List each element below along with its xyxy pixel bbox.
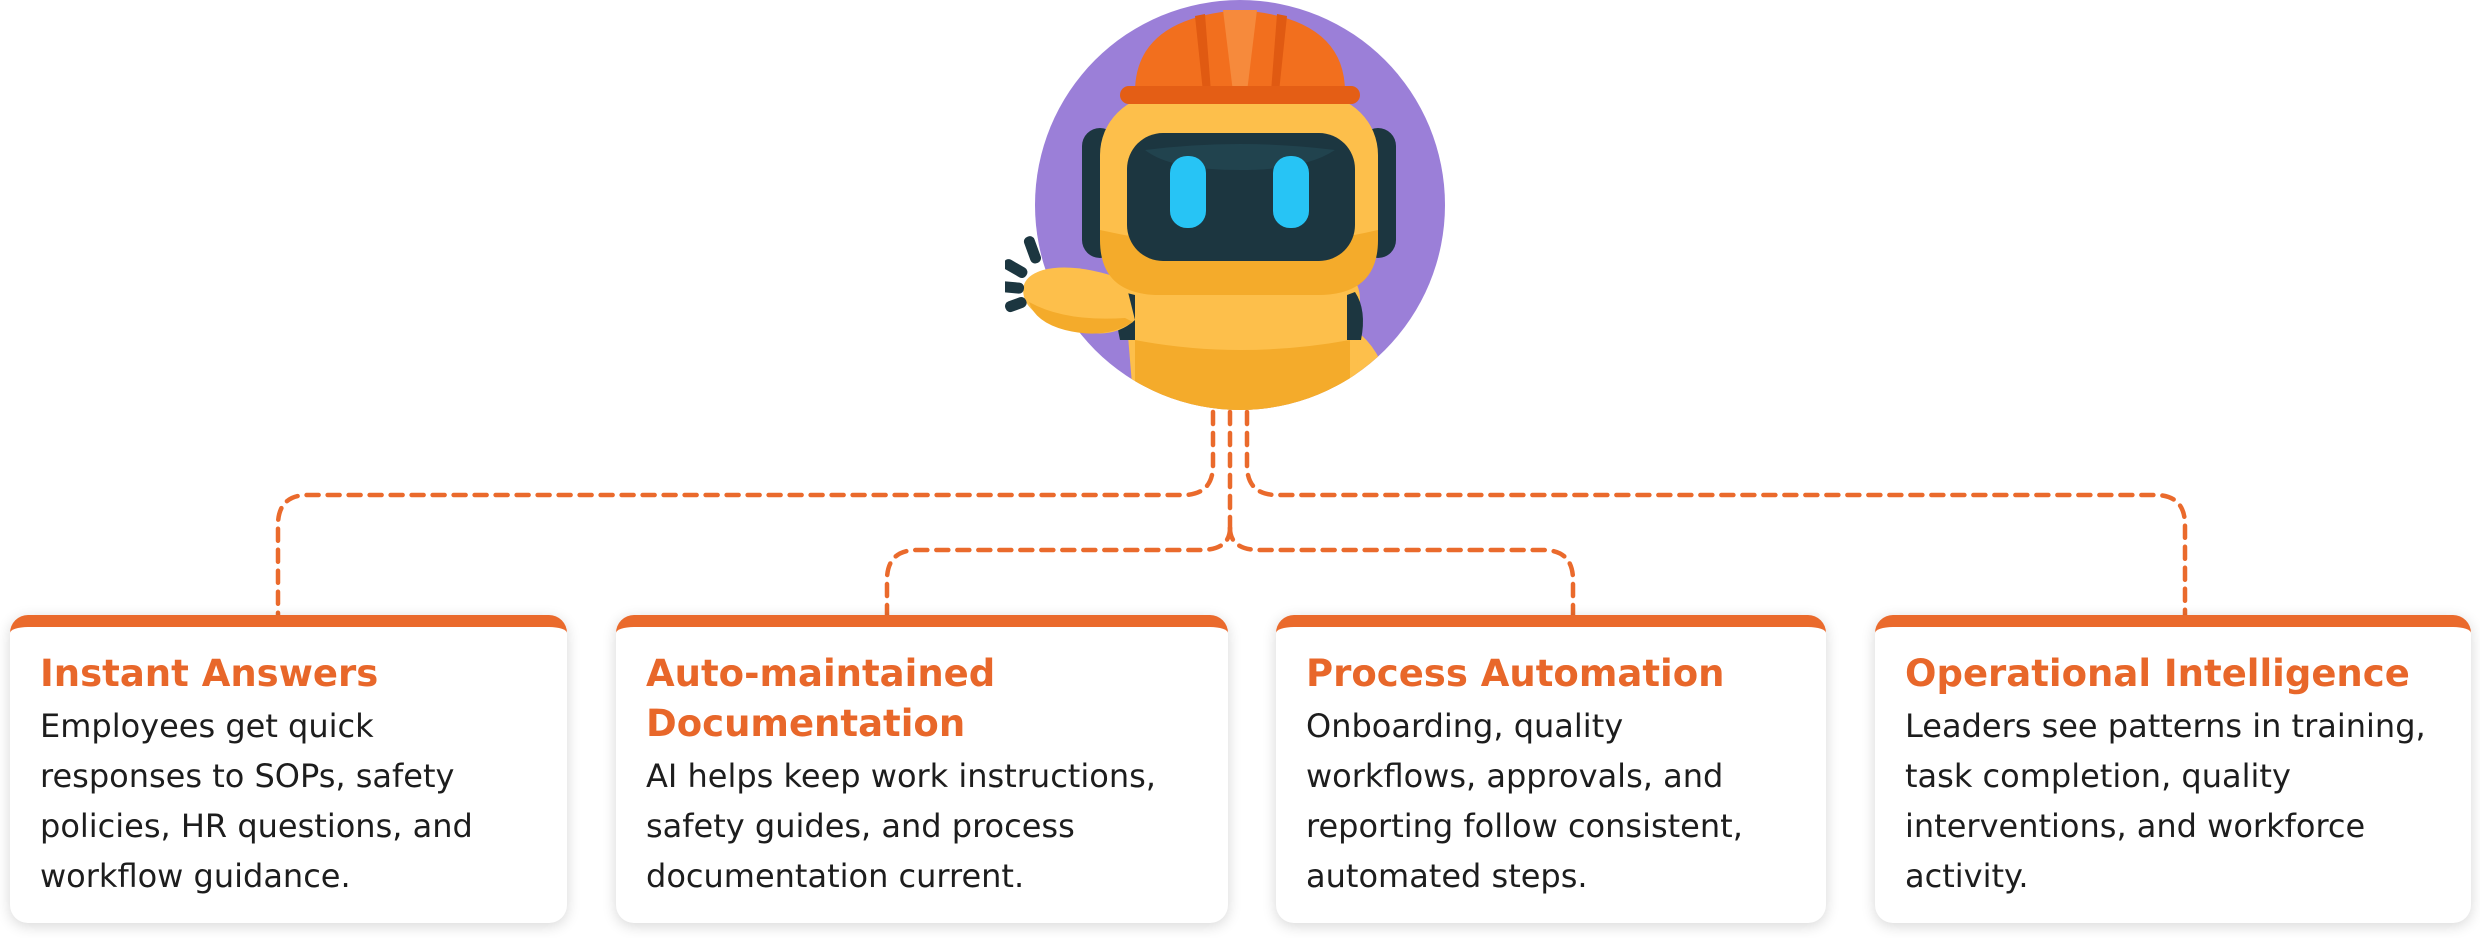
card-body: Employees get quick responses to SOPs, s… (40, 707, 473, 895)
connector-operational-intelligence (1244, 409, 2188, 618)
card-title: Auto-maintained Documentation (646, 652, 996, 745)
card-body: AI helps keep work instructions, safety … (646, 757, 1156, 895)
robot-mascot-icon (1000, 0, 1445, 410)
card-body: Leaders see patterns in training, task c… (1905, 707, 2426, 895)
card-body: Onboarding, quality workflows, approvals… (1306, 707, 1743, 895)
connector-process-automation (1227, 525, 1576, 618)
card-operational-intelligence: Operational Intelligence Leaders see pat… (1875, 615, 2471, 923)
card-instant-answers: Instant Answers Employees get quick resp… (10, 615, 567, 923)
connector-instant-answers (275, 409, 1216, 618)
card-auto-maintained-documentation: Auto-maintained Documentation AI helps k… (616, 615, 1228, 923)
card-title: Instant Answers (40, 652, 379, 695)
robot-mascot (1000, 0, 1485, 420)
card-process-automation: Process Automation Onboarding, quality w… (1276, 615, 1826, 923)
card-title: Process Automation (1306, 652, 1725, 695)
connector-auto-documentation (884, 525, 1233, 618)
card-title: Operational Intelligence (1905, 652, 2410, 695)
